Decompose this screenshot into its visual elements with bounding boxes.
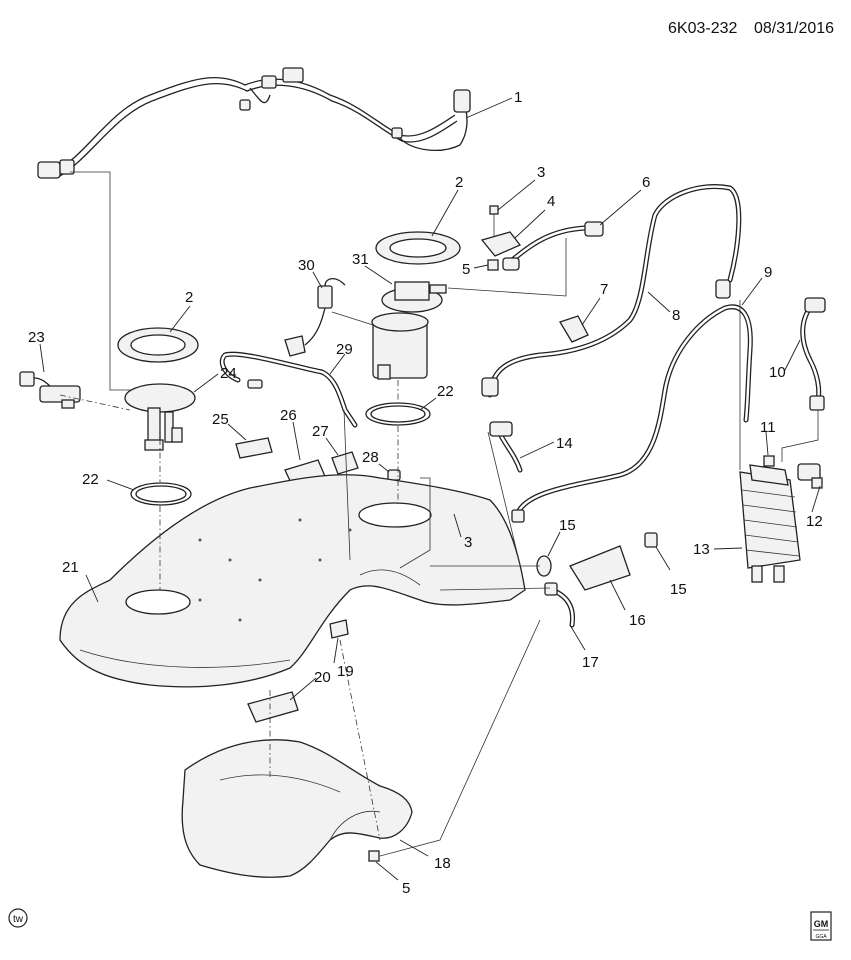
callout-22: 22 <box>437 383 454 400</box>
callout-22: 22 <box>82 471 99 488</box>
fuel-feed-pipe <box>219 351 358 428</box>
callout-2: 2 <box>185 289 193 306</box>
callout-2: 2 <box>455 174 463 191</box>
pump-seal-ring-top <box>375 231 461 265</box>
pipe-retainer <box>331 451 359 475</box>
illustrator-initials: tw <box>13 914 24 925</box>
callout-26: 26 <box>280 407 297 424</box>
callout-13: 13 <box>693 541 710 558</box>
nut-top <box>487 259 499 271</box>
callout-3: 3 <box>464 534 472 551</box>
callout-30: 30 <box>298 257 315 274</box>
canister-vent-valve <box>797 463 823 489</box>
evap-hose <box>489 421 523 473</box>
fuel-tank-pressure-sensor <box>19 371 81 409</box>
callout-15: 15 <box>559 517 576 534</box>
insulator-pad <box>235 437 273 459</box>
callout-10: 10 <box>769 364 786 381</box>
fresh-air-hose <box>800 297 826 411</box>
evap-pipe-long <box>481 184 742 398</box>
pipe-clip <box>559 315 589 343</box>
sender-seal-ring-left <box>117 327 199 363</box>
fuel-tank <box>59 474 526 688</box>
vent-pipe <box>511 304 753 523</box>
fuel-pump-module <box>371 281 447 380</box>
callout-17: 17 <box>582 654 599 671</box>
fuel-tank-heat-shield <box>181 739 413 878</box>
fuel-pump-harness <box>284 278 374 357</box>
heat-shield-pad <box>247 691 299 723</box>
canister-nut <box>763 455 775 467</box>
gm-logo-bottom: GGA <box>815 934 827 940</box>
callout-31: 31 <box>352 251 369 268</box>
callout-5: 5 <box>462 261 470 278</box>
evap-canister <box>739 464 801 583</box>
callout-29: 29 <box>336 341 353 358</box>
tank-pad-small <box>329 619 349 639</box>
o-ring-left <box>130 482 192 506</box>
callout-21: 21 <box>62 559 79 576</box>
wiring-harness <box>37 67 471 179</box>
callout-20: 20 <box>314 669 331 686</box>
illustrator-mark: tw <box>8 908 28 928</box>
callout-4: 4 <box>547 193 555 210</box>
callout-18: 18 <box>434 855 451 872</box>
callout-6: 6 <box>642 174 650 191</box>
callout-12: 12 <box>806 513 823 530</box>
callout-25: 25 <box>212 411 229 428</box>
callout-9: 9 <box>764 264 772 281</box>
callout-24: 24 <box>220 365 237 382</box>
clip-bracket <box>480 231 522 257</box>
callout-8: 8 <box>672 307 680 324</box>
callout-7: 7 <box>600 281 608 298</box>
diagram-code: 6K03-232 <box>668 20 737 37</box>
gm-logo-top: GM <box>814 919 829 929</box>
callout-16: 16 <box>629 612 646 629</box>
diagram-date: 08/31/2016 <box>754 20 834 37</box>
callout-1: 1 <box>514 89 522 106</box>
gm-logo: GM GGA <box>810 911 832 941</box>
leader-lines <box>39 97 821 881</box>
vent-hose <box>544 582 576 628</box>
callout-23: 23 <box>28 329 45 346</box>
callout-19: 19 <box>337 663 354 680</box>
callout-14: 14 <box>556 435 573 452</box>
callout-5: 5 <box>402 880 410 897</box>
callout-15: 15 <box>670 581 687 598</box>
callout-3: 3 <box>537 164 545 181</box>
fuel-pipe-short <box>502 221 604 271</box>
callout-28: 28 <box>362 449 379 466</box>
callout-11: 11 <box>760 419 776 436</box>
fuel-filler-hose <box>569 545 631 591</box>
callout-labels: 1 2 2 3 3 4 5 5 6 7 8 9 10 11 12 13 14 1… <box>28 89 823 897</box>
callout-27: 27 <box>312 423 329 440</box>
o-ring-center <box>365 402 431 426</box>
hose-clamp-right <box>644 532 658 548</box>
